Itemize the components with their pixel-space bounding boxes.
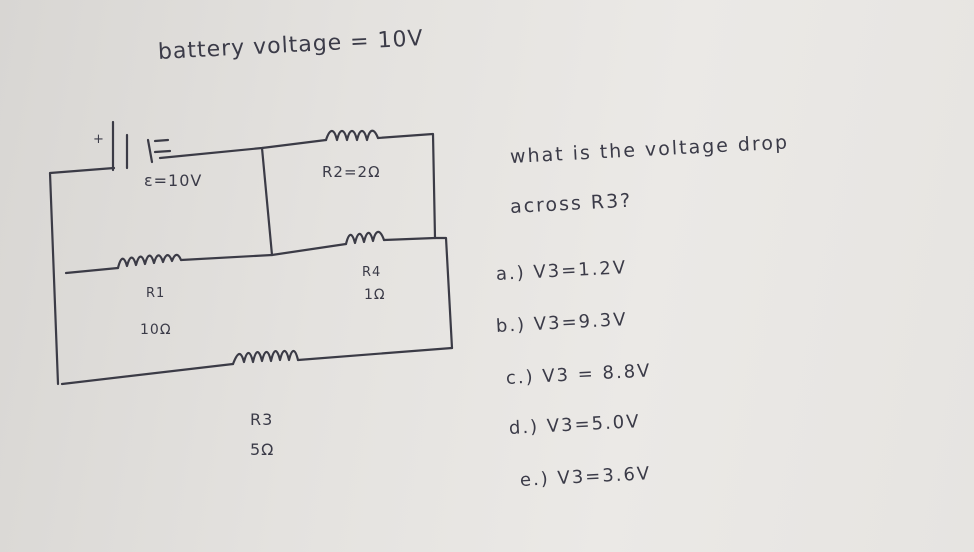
wire-bottom-left [60,362,235,386]
battery-plate-second [146,138,154,164]
resistor-r4-zigzag [344,230,386,246]
wire-right-outer [433,236,454,350]
battery-emf-label: ε=10V [144,171,203,190]
resistor-r1-value: 10Ω [140,322,172,338]
wire-battery-left [48,166,116,386]
wire-r1-left [64,266,120,275]
wire-bottom-right [296,346,454,362]
resistor-r3-value: 5Ω [250,440,275,459]
resistor-r2-label: R2=2Ω [322,163,381,181]
wire-mid-rail-right [382,236,437,242]
resistor-r4-value: 1Ω [364,287,386,303]
battery-plate-dash-2 [153,149,172,154]
battery-plus-label: + [93,132,105,147]
resistor-r3-name: R3 [250,410,274,429]
resistor-r2-zigzag [324,129,380,142]
resistor-r1-zigzag [116,253,183,270]
wire-r1-right [179,253,274,262]
resistor-r3-zigzag [231,349,300,366]
wire-mid-rail-left [270,242,348,257]
resistor-r4-name: R4 [362,265,382,280]
wire-middle-vertical [260,146,274,257]
battery-plate-dash [153,138,170,143]
wire-top [158,138,328,160]
wire-top-right [376,132,437,240]
resistor-r1-name: R1 [146,286,166,301]
